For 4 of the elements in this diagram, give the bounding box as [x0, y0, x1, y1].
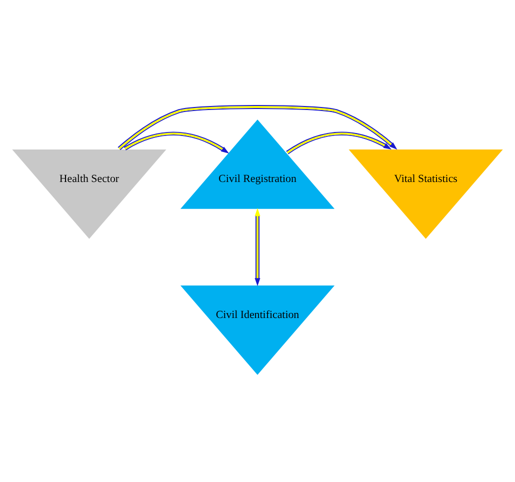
arrow: [286, 131, 392, 154]
arrow: [124, 131, 230, 154]
arrow: [118, 104, 398, 150]
arrow: [254, 208, 260, 286]
